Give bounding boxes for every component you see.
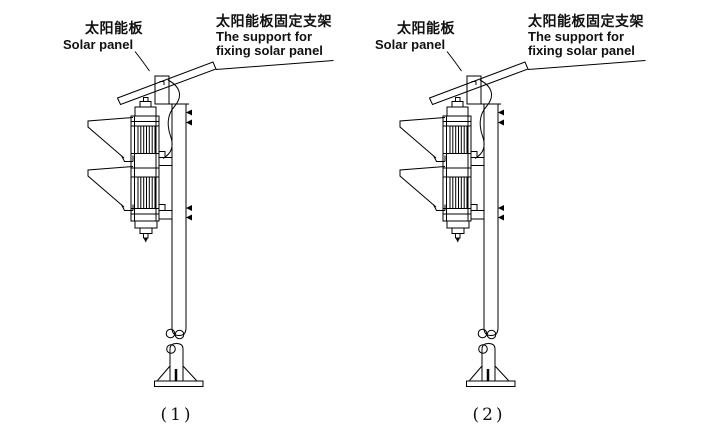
- solar-panel-label-en: Solar panel: [375, 37, 446, 52]
- caption-2: (2): [472, 405, 506, 425]
- support-label-en-line1: The support for: [216, 29, 313, 44]
- caption-1: (1): [160, 405, 194, 425]
- base-plate: [154, 380, 204, 387]
- solar-panel-label-en: Solar panel: [63, 37, 134, 52]
- support-label-en-line2: fixing solar panel: [216, 43, 323, 58]
- pole-base: [154, 342, 204, 387]
- support-label-en-line2: fixing solar panel: [528, 43, 635, 58]
- support-label-zh: 太阳能板固定支架: [216, 13, 332, 29]
- solar-panel: [116, 61, 217, 106]
- solar-panel-leader-line: [134, 51, 150, 72]
- visor-bottom: [87, 166, 134, 211]
- solar-panel-label-zh: 太阳能板: [397, 20, 455, 36]
- breakaway-joint: [165, 328, 185, 354]
- power-cable: [162, 79, 180, 159]
- support-label-zh: 太阳能板固定支架: [528, 13, 644, 29]
- signal-pole-drawing: [398, 50, 647, 388]
- signal-pole-drawing: [87, 51, 334, 387]
- signal-pole: [167, 103, 189, 337]
- mounting-clamps: [158, 151, 173, 220]
- support-leader-line: [215, 60, 334, 70]
- solar-panel-label-zh: 太阳能板: [85, 20, 143, 36]
- support-label-en-line1: The support for: [528, 29, 625, 44]
- diagram-1: 太阳能板 Solar panel 太阳能板固定支架 The support fo…: [63, 13, 334, 425]
- diagram-2: 太阳能板 Solar panel 太阳能板固定支架 The support fo…: [312, 0, 664, 435]
- mounting-bolts: [186, 109, 192, 221]
- lamp-lens-top: [137, 126, 156, 154]
- visor-top: [87, 117, 134, 162]
- lamp-housing: [130, 97, 160, 243]
- lamp-lens-bottom: [137, 177, 156, 209]
- support-bracket: [154, 75, 170, 105]
